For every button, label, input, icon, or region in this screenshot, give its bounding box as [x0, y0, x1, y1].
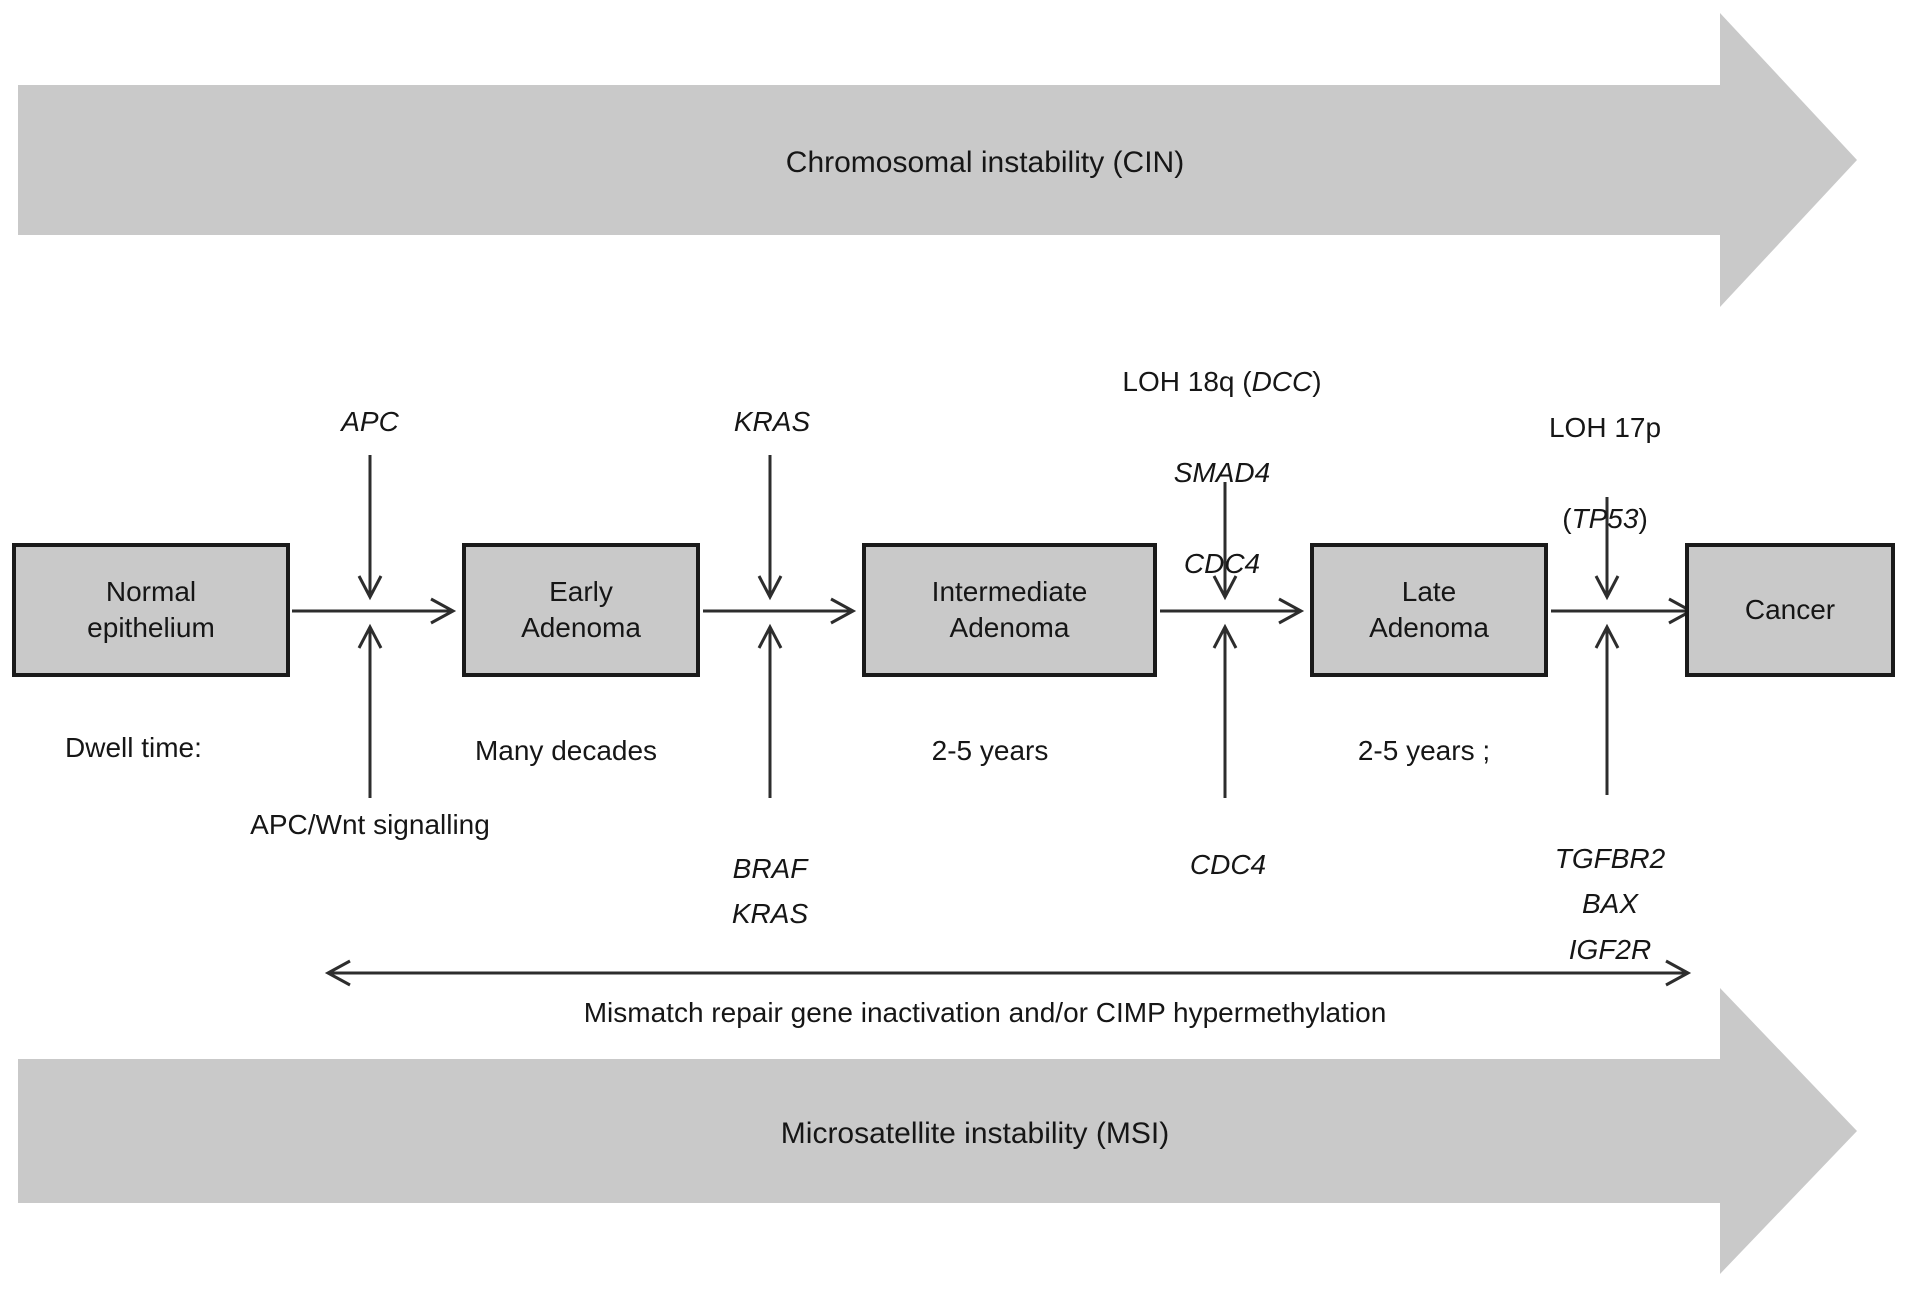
- mmr-cimp-caption: Mismatch repair gene inactivation and/or…: [583, 997, 1387, 1028]
- up-arrow-braf-kras: [757, 623, 783, 798]
- cin-band-label: Chromosomal instability (CIN): [785, 146, 1185, 179]
- stage-box-late-adenoma: Late Adenoma: [1310, 543, 1548, 677]
- gene-label-loh17p-block: LOH 17p (TP53): [1549, 360, 1661, 587]
- mmr-span-double-arrow: [324, 959, 1692, 987]
- gene-label-cdc4: CDC4: [1189, 849, 1267, 880]
- up-arrow-apc-wnt: [357, 623, 383, 798]
- gene-label-braf-kras-block: BRAF KRAS: [731, 853, 809, 930]
- connector-arrow-intermediate-to-late: [1160, 597, 1305, 625]
- stage-box-cancer: Cancer: [1685, 543, 1895, 677]
- dwell-value-2-5-years-2: 2-5 years ;: [1357, 735, 1491, 766]
- down-arrow-kras: [757, 455, 783, 601]
- down-arrow-loh18q: [1212, 482, 1238, 601]
- stage-box-normal-epithelium: Normal epithelium: [12, 543, 290, 677]
- dwell-value-2-5-years-1: 2-5 years: [931, 735, 1049, 766]
- gene-label-loh18q-block: LOH 18q (DCC) SMAD4 CDC4: [1122, 314, 1321, 632]
- stage-box-early-adenoma: Early Adenoma: [462, 543, 700, 677]
- up-arrow-cdc4: [1212, 623, 1238, 798]
- down-arrow-loh17p: [1594, 497, 1620, 601]
- loh18q-line1: LOH 18q (DCC): [1122, 366, 1322, 398]
- gene-label-tgfbr2-block: TGFBR2 BAX IGF2R: [1554, 843, 1666, 965]
- stage-box-intermediate-adenoma: Intermediate Adenoma: [862, 543, 1157, 677]
- down-arrow-apc: [357, 455, 383, 601]
- dwell-value-many-decades: Many decades: [474, 735, 658, 766]
- msi-band-label: Microsatellite instability (MSI): [780, 1117, 1170, 1150]
- loh17p-line1: LOH 17p: [1548, 412, 1662, 444]
- gene-label-kras: KRAS: [733, 406, 811, 437]
- gene-label-apc: APC: [341, 406, 399, 437]
- up-arrow-tgfbr2: [1594, 623, 1620, 795]
- connector-arrow-late-to-cancer: [1551, 597, 1695, 625]
- connector-arrow-early-to-intermediate: [703, 597, 857, 625]
- loh17p-line2: (TP53): [1562, 503, 1648, 535]
- msi-band-arrow: [18, 988, 1857, 1274]
- loh18q-line3: CDC4: [1183, 547, 1261, 579]
- connector-arrow-normal-to-early: [292, 597, 457, 625]
- cin-band-arrow: [18, 13, 1857, 307]
- loh18q-line2: SMAD4: [1173, 457, 1271, 489]
- gene-label-apc-wnt-signalling: APC/Wnt signalling: [250, 809, 490, 840]
- dwell-time-label: Dwell time:: [65, 732, 202, 763]
